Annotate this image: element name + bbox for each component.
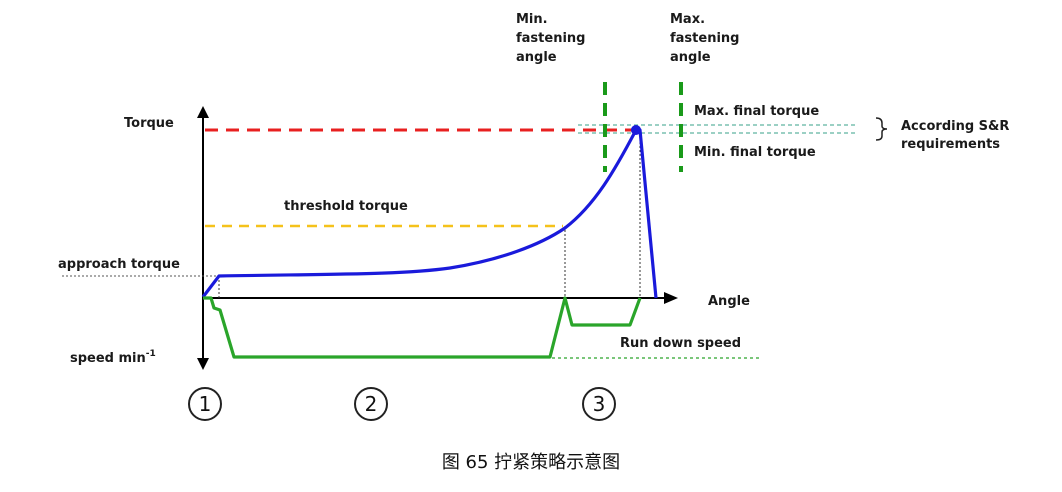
speed-curve: [203, 296, 642, 359]
max-angle-label-1: Max.: [670, 12, 705, 27]
min-final-torque-label: Min. final torque: [694, 145, 816, 160]
max-angle-label-2: fastening: [670, 31, 739, 46]
min-angle-label-2: fastening: [516, 31, 585, 46]
step-2-number: 2: [365, 392, 378, 416]
step-2-circle: [354, 387, 388, 421]
approach-torque-label: approach torque: [58, 257, 180, 272]
step-3-number: 3: [593, 392, 606, 416]
y-axis-arrow-up: [197, 106, 209, 118]
y-axis-arrow-down: [197, 358, 209, 370]
torque-curve: [201, 128, 658, 299]
sr-requirements-label-1: According S&R: [901, 119, 1009, 134]
speed-label-sup: -1: [146, 349, 156, 359]
max-angle-label-3: angle: [670, 50, 711, 65]
step-1-number: 1: [199, 392, 212, 416]
max-final-torque-label: Max. final torque: [694, 104, 819, 119]
x-axis-arrow: [664, 292, 678, 304]
min-angle-label-1: Min.: [516, 12, 548, 27]
min-angle-label-3: angle: [516, 50, 557, 65]
figure-caption: 图 65 拧紧策略示意图: [441, 452, 621, 473]
sr-brace: [875, 117, 888, 141]
step-1-circle: [188, 387, 222, 421]
step-3-circle: [582, 387, 616, 421]
speed-label: speed min-1: [70, 349, 156, 366]
angle-axis-label: Angle: [708, 294, 750, 309]
final-torque-point: [631, 125, 641, 135]
sr-requirements-label-2: requirements: [901, 137, 1000, 152]
threshold-torque-label: threshold torque: [284, 199, 408, 214]
torque-axis-label: Torque: [124, 116, 174, 131]
speed-label-text: speed min: [70, 351, 146, 366]
run-down-speed-label: Run down speed: [620, 336, 741, 351]
